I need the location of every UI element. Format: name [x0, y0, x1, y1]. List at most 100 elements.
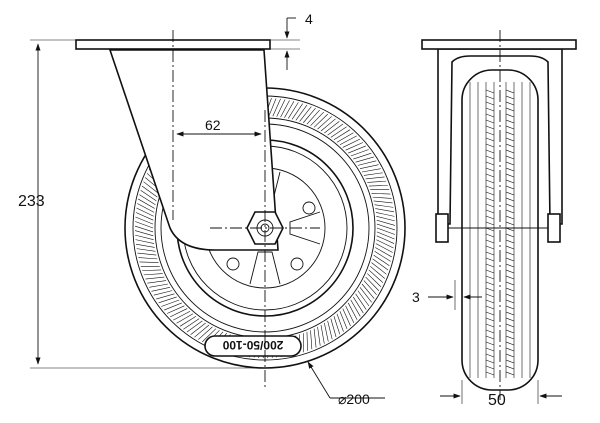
tread-hatch-line	[299, 106, 312, 122]
side-tread-tick	[505, 113, 515, 118]
side-tread-tick	[485, 305, 495, 310]
tread-hatch-line	[375, 208, 395, 213]
tread-hatch-line	[310, 330, 313, 350]
dimensions: 233 4 62 3 50 ⌀200	[18, 11, 562, 409]
side-tread-tick	[485, 119, 495, 124]
tread-hatch-line	[313, 328, 317, 348]
side-tread-tick	[505, 287, 515, 292]
side-tread-tick	[505, 299, 515, 304]
side-tread-tick	[485, 233, 495, 238]
side-tread-tick	[505, 281, 515, 286]
tread-hatch-line	[327, 123, 344, 136]
tread-hatch-line	[374, 251, 391, 262]
side-tread-tick	[505, 257, 515, 262]
tread-hatch-line	[348, 145, 366, 154]
tread-hatch-line	[376, 219, 396, 226]
tread-hatch-line	[141, 185, 158, 198]
tread-hatch-line	[373, 200, 393, 204]
tread-hatch-line	[365, 276, 380, 291]
side-tread-tick	[505, 209, 515, 214]
side-tread-tick	[505, 365, 515, 370]
tread-hatch-line	[135, 239, 155, 244]
side-tread-tick	[505, 191, 515, 196]
tire-marking-text: 200/50-100	[222, 338, 283, 352]
tread-hatch-line	[272, 98, 281, 117]
tread-hatch-line	[336, 313, 344, 332]
tread-hatch-line	[320, 324, 325, 344]
side-tread-tick	[485, 95, 495, 100]
side-tread-tick	[505, 275, 515, 280]
tread-hatch-line	[280, 100, 290, 118]
fork-arm	[108, 49, 279, 251]
tread-hatch-line	[156, 293, 175, 300]
tread-hatch-line	[345, 142, 364, 151]
side-tread-tick	[485, 341, 495, 346]
tread-hatch-line	[134, 225, 154, 233]
tread-hatch-line	[376, 227, 395, 235]
side-tread-tick	[505, 89, 515, 94]
side-fork	[437, 48, 563, 225]
tread-hatch-line	[365, 176, 385, 180]
tread-hatch-line	[336, 132, 354, 143]
tread-hatch-line	[339, 311, 348, 329]
tread-hatch-line	[361, 168, 381, 173]
tread-hatch-line	[376, 231, 395, 240]
side-tread-tick	[505, 341, 515, 346]
side-tread-tick	[485, 251, 495, 256]
tread-hatch-line	[367, 273, 382, 287]
tread-hatch-line	[376, 216, 395, 222]
tread-hatch-line	[303, 108, 316, 123]
side-tread-tick	[485, 161, 495, 166]
tread-hatch-line	[137, 203, 155, 213]
total-height-label: 233	[18, 193, 45, 210]
side-tread-tick	[505, 359, 515, 364]
tread-hatch-line	[324, 121, 340, 134]
tread-hatch-line	[142, 269, 162, 271]
tread-hatch-line	[198, 326, 213, 340]
side-tread-tick	[485, 179, 495, 184]
side-tread-tick	[505, 311, 515, 316]
side-tread-tick	[505, 101, 515, 106]
side-tread-tick	[505, 233, 515, 238]
tread-hatch-line	[135, 216, 154, 225]
tread-hatch-line	[350, 299, 361, 317]
tread-hatch-line	[368, 185, 388, 187]
tread-hatch-line	[342, 138, 360, 148]
side-tread-tick	[485, 293, 495, 298]
tread-hatch-line	[339, 135, 357, 146]
side-top-plate	[421, 39, 577, 50]
side-tread-tick	[505, 353, 515, 358]
side-tread-tick	[505, 173, 515, 178]
tread-hatch-line	[363, 172, 383, 176]
tread-hatch-line	[306, 109, 320, 125]
side-tread-tick	[485, 215, 495, 220]
tread-hatch-line	[295, 104, 308, 121]
side-tread-tick	[485, 167, 495, 172]
tread-hatch-line	[194, 324, 210, 338]
tread-hatch-line	[355, 156, 374, 163]
tread-hatch-line	[173, 310, 191, 321]
side-tread-tick	[505, 293, 515, 298]
side-tread-tick	[505, 371, 515, 376]
tread-hatch-line	[140, 190, 157, 202]
side-tread-tick	[505, 125, 515, 130]
side-tread-tick	[485, 137, 495, 142]
tread-hatch-line	[361, 283, 375, 299]
tread-hatch-line	[363, 280, 377, 295]
tread-hatch-line	[371, 193, 391, 195]
side-tread-tick	[505, 155, 515, 160]
side-tread-tick	[485, 131, 495, 136]
tread-hatch-line	[183, 318, 200, 330]
tread-hatch-line	[330, 126, 347, 138]
tread-hatch-line	[375, 247, 392, 258]
side-tread-tick	[485, 203, 495, 208]
side-tread-tick	[505, 149, 515, 154]
diameter-leader	[307, 361, 331, 399]
side-tread-tick	[505, 119, 515, 124]
tread-hatch-line	[353, 296, 364, 314]
tread-hatch-line	[353, 152, 372, 160]
side-tread-tick	[485, 113, 495, 118]
tread-hatch-line	[139, 194, 156, 205]
side-tread-tick	[485, 263, 495, 268]
tread-hatch-line	[375, 212, 395, 217]
